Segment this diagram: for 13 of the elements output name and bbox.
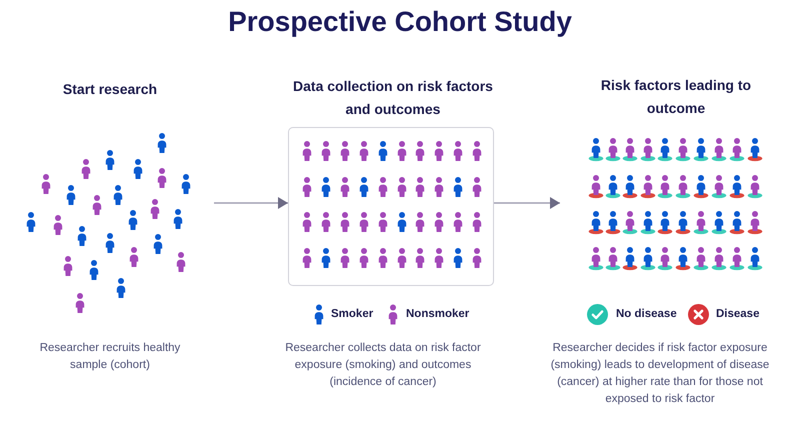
- stage-heading: Data collection on risk factors and outcomes: [292, 77, 494, 119]
- legend-label: Smoker: [331, 308, 374, 320]
- legend-label: No disease: [616, 308, 677, 320]
- diagram-title: Prospective Cohort Study: [228, 5, 572, 39]
- stage-heading: Start research: [62, 80, 158, 99]
- stage-description: Researcher decides if risk factor exposure (smoking) leads to development of disease (cancer) at higher rate than for those not exposed to risk factor: [550, 341, 770, 407]
- stage-heading: Risk factors leading to outcome: [600, 76, 752, 118]
- arrow: [494, 197, 560, 209]
- legend-label: Nonsmoker: [406, 308, 470, 320]
- arrow: [214, 197, 288, 209]
- stage-description: Researcher collects data on risk factor exposure (smoking) and outcomes (incidence of cancer): [284, 341, 482, 390]
- legend-label: Disease: [716, 308, 760, 320]
- stage-description: Researcher recruits healthy sample (cohort): [38, 341, 182, 373]
